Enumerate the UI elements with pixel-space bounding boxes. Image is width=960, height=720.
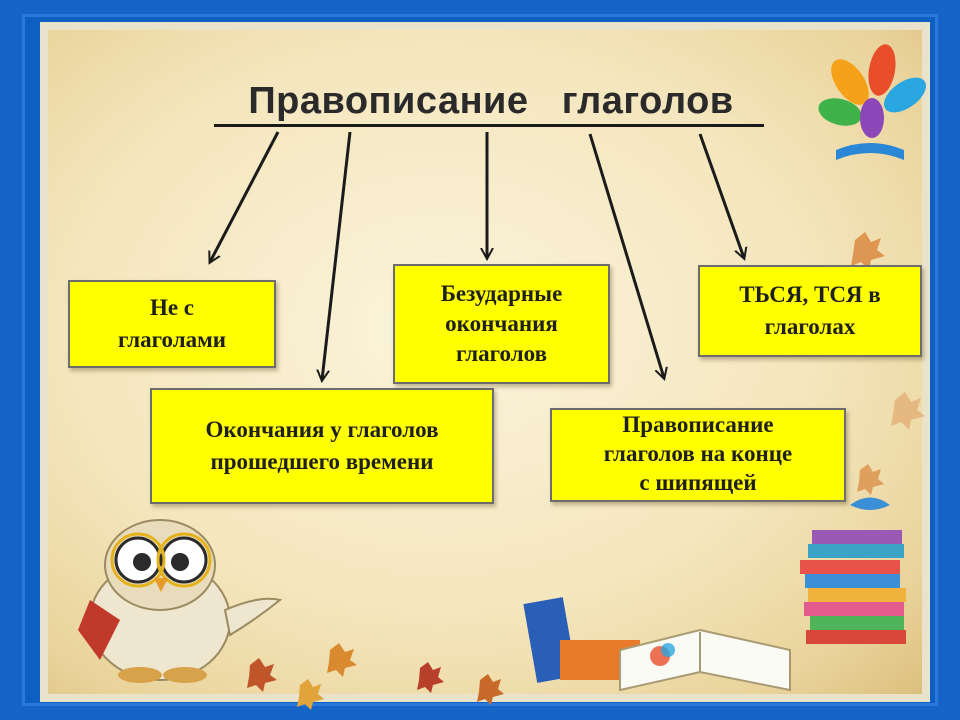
box-tsya: ТЬСЯ, ТСЯ в глаголах — [698, 265, 922, 357]
box-bezudarnye-text: Безударные окончания глаголов — [440, 281, 563, 366]
page-title: Правописание глаголов — [248, 80, 734, 122]
box-tsya-text: ТЬСЯ, ТСЯ в глаголах — [739, 282, 881, 339]
arrow-to-tsya — [698, 133, 744, 258]
arrow-to-okonchaniya — [322, 131, 352, 380]
box-ne-s-glagolami: Не с глаголами — [68, 280, 276, 368]
arrow-to-ne — [210, 131, 280, 262]
arrow-to-shipyashchie — [588, 133, 664, 378]
box-shipyashchie: Правописание глаголов на конце с шипящей — [550, 408, 846, 502]
box-okonchaniya-text: Окончания у глаголов прошедшего времени — [205, 417, 439, 474]
box-ne-text: Не с глаголами — [117, 295, 227, 352]
books-illustration — [523, 497, 906, 692]
box-okonchaniya-past: Окончания у глаголов прошедшего времени — [150, 388, 494, 504]
owl-illustration — [78, 519, 283, 683]
box-bezudarnye: Безударные окончания глаголов — [393, 264, 610, 384]
hands-logo — [818, 44, 927, 160]
autumn-leaves — [247, 232, 925, 710]
title-underline — [214, 124, 764, 127]
box-shipyashchie-text: Правописание глаголов на конце с шипящей — [603, 412, 793, 495]
